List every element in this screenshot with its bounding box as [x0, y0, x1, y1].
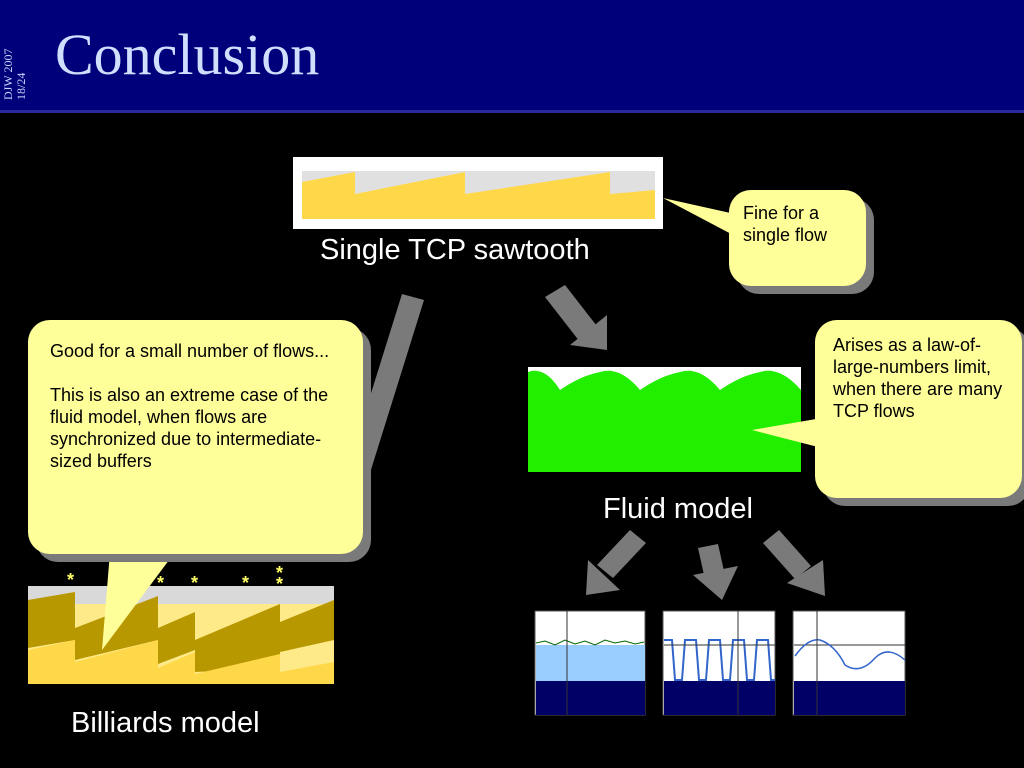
callout-tail-single-flow: [663, 198, 735, 236]
single-tcp-sawtooth-chart: [293, 157, 663, 229]
billiards-model-chart: [28, 586, 334, 684]
billiards-marker: *: [242, 573, 250, 593]
billiards-marker: *: [276, 563, 284, 583]
callout-law-text: Arises as a law-of-large-numbers limit, …: [833, 335, 1003, 421]
arrow-to-fluid: [545, 285, 607, 350]
callout-tail-law-of-large-numbers: [752, 418, 822, 448]
plot-left: [534, 610, 646, 716]
billiards-marker: *: [191, 573, 199, 593]
callout-small-number-of-flows: Good for a small number of flows... This…: [28, 320, 363, 554]
fluid-model-chart: [528, 367, 801, 472]
title-bar: [0, 0, 1024, 110]
callout-single-flow-text: Fine for a single flow: [743, 203, 828, 245]
callout-extreme-case-text: This is also an extreme case of the flui…: [50, 385, 329, 471]
callout-small-number-text: Good for a small number of flows...: [50, 341, 330, 361]
callout-tail-small-number: [102, 552, 175, 650]
single-tcp-label: Single TCP sawtooth: [320, 234, 590, 266]
fluid-model-label: Fluid model: [603, 493, 753, 525]
billiards-marker: *: [67, 570, 75, 590]
plot-middle: [662, 610, 776, 716]
paragraph-gap: [50, 362, 341, 384]
billiards-model-label: Billiards model: [71, 707, 260, 739]
slide-title: Conclusion: [55, 22, 320, 87]
arrow-to-plot-right: [763, 530, 825, 596]
plot-right: [792, 610, 906, 716]
callout-law-of-large-numbers: Arises as a law-of-large-numbers limit, …: [815, 320, 1022, 498]
arrow-to-plot-left: [586, 530, 646, 595]
arrow-to-plot-middle: [693, 544, 738, 600]
billiards-marker: *: [276, 574, 284, 594]
title-bar-divider: [0, 110, 1024, 113]
callout-single-flow: Fine for a single flow: [729, 190, 866, 286]
billiards-marker: *: [157, 573, 165, 593]
